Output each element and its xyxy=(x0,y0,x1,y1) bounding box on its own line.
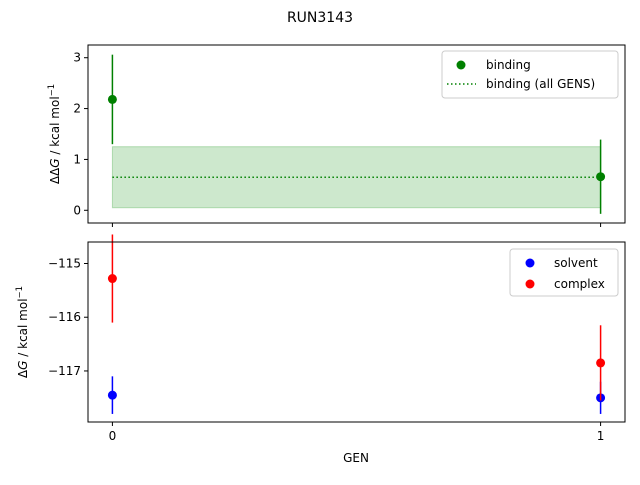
x-tick-label: 1 xyxy=(597,429,605,443)
complex-point xyxy=(107,274,117,284)
solvent-point xyxy=(107,390,117,400)
binding-point xyxy=(107,94,117,104)
legend-box xyxy=(509,248,619,297)
y-tick-label: 2 xyxy=(73,102,81,116)
complex-point xyxy=(596,358,606,368)
binding-panel: 0 1 2 3 ΔΔG / kcal mol−1 binding binding (a… xyxy=(47,44,626,227)
x-axis-label: GEN xyxy=(343,451,369,465)
legend: solvent complex xyxy=(509,248,619,297)
x-tick-label: 0 xyxy=(109,429,117,443)
legend-marker-complex xyxy=(525,279,535,289)
legend-label-solvent: solvent xyxy=(554,256,598,270)
y-axis-label: ΔΔG / kcal mol−1 xyxy=(47,84,62,184)
y-tick-label: 0 xyxy=(73,203,81,217)
y-tick-label: 1 xyxy=(73,152,81,166)
plot-frame xyxy=(87,241,626,423)
plot-frame xyxy=(87,44,626,224)
free-energy-panel: −117 −116 −115 0 1 ΔG / kcal mol−1 GEN solve… xyxy=(15,234,626,465)
figure-title: RUN3143 xyxy=(287,10,353,26)
legend-label-binding: binding xyxy=(486,58,531,72)
legend-marker-binding xyxy=(456,60,466,70)
y-tick-label: −117 xyxy=(48,364,81,378)
legend-label-complex: complex xyxy=(554,277,605,291)
binding-point xyxy=(596,172,606,182)
y-tick-label: −116 xyxy=(48,310,81,324)
legend-box xyxy=(441,50,619,99)
legend-marker-solvent xyxy=(525,258,535,268)
y-tick-label: 3 xyxy=(73,51,81,65)
y-tick-label: −115 xyxy=(48,256,81,270)
y-axis-label: ΔG / kcal mol−1 xyxy=(15,286,30,378)
legend-label-binding-all-gens: binding (all GENS) xyxy=(486,77,595,91)
legend: binding binding (all GENS) xyxy=(441,50,619,99)
